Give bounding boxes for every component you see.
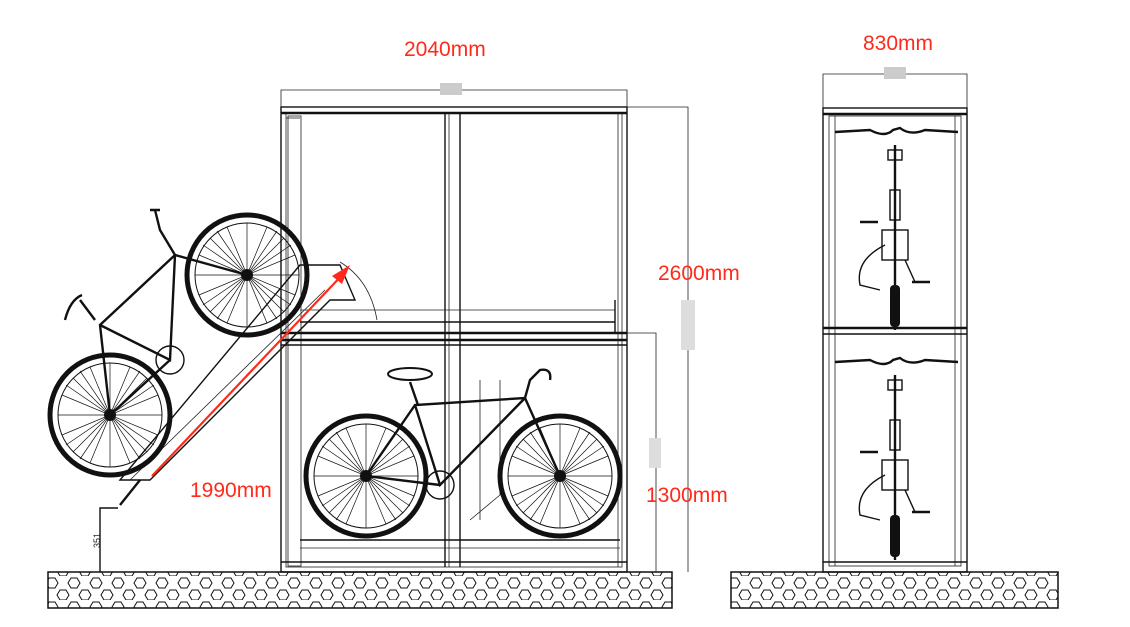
upper-bike: [50, 208, 307, 475]
ramp-length-arrow: [151, 271, 346, 477]
ramp-length-label: 1990mm: [190, 479, 272, 502]
end-view-cabinet: [822, 107, 968, 573]
end-width-dimension-label: 830mm: [863, 32, 934, 55]
step-height-label: 351: [92, 532, 102, 548]
ground-right: [730, 571, 1059, 609]
lower-height-dimension-label: 1300mm: [646, 484, 728, 507]
width-dimension-label: 2040mm: [404, 38, 486, 61]
side-view-cabinet: [280, 106, 628, 573]
arrow-head-icon: [332, 265, 350, 284]
ground-left: [47, 571, 673, 609]
lower-bike: [306, 367, 620, 536]
dimension-lines: [280, 67, 968, 572]
height-dimension-label: 2600mm: [658, 262, 740, 285]
